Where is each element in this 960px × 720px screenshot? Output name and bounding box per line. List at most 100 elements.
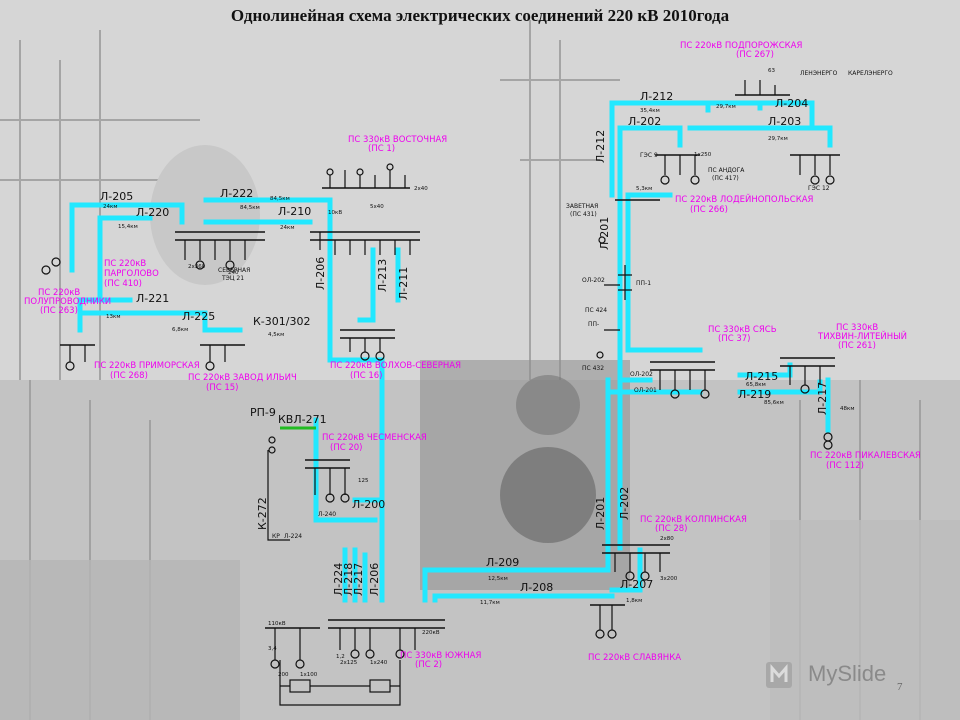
label-l201b: Л-201	[594, 497, 607, 530]
dist-8: 24км	[280, 225, 294, 231]
line-l225	[77, 310, 208, 333]
line-l222	[203, 197, 333, 228]
bus-sasko	[650, 361, 715, 371]
eq-12: 5х40	[370, 204, 384, 210]
busbars	[60, 94, 840, 629]
dist-3: 29,7км	[768, 136, 788, 142]
station-chesmenskaya: ПС 220кВ ЧЕСМЕНСКАЯ(ПС 20)	[322, 433, 427, 453]
transmission-lines	[69, 100, 833, 603]
label-l221: Л-221	[136, 292, 169, 305]
line-l207	[609, 547, 643, 593]
eq-11: 2х80	[660, 536, 674, 542]
equipment	[41, 80, 835, 706]
lbl-severnaya: СЕВЕРНАЯ	[218, 267, 250, 274]
eq-18: 3х200	[660, 576, 678, 582]
label-l201a: Л-201	[598, 217, 611, 250]
line-l209	[422, 545, 611, 603]
label-l204: Л-204	[775, 97, 808, 110]
label-l212a: Л-212	[640, 90, 673, 103]
lbl-ges9: ГЭС 9	[640, 152, 658, 159]
station-kolpinskaya: ПС 220кВ КОЛПИНСКАЯ(ПС 28)	[640, 515, 747, 534]
lbl-l224s: Л-224	[284, 533, 302, 540]
eq-13: 1х240	[370, 660, 388, 666]
lbl-ol202b: ОЛ-202	[630, 371, 653, 378]
station-volkhov-severnaya: ПС 220кВ ВОЛХОВ-СЕВЕРНАЯ(ПС 16)	[330, 361, 461, 381]
bus-vostochnaya-220	[310, 231, 420, 241]
lbl-tec21: ТЭЦ 21	[221, 275, 244, 282]
eq-5: 200	[278, 672, 289, 678]
line-name-labels: Л-212 Л-212 Л-202 Л-204 Л-203 Л-205 Л-22…	[100, 90, 829, 596]
bus-yuzhnaya	[328, 619, 445, 629]
eq-4: 125	[358, 478, 369, 484]
label-rp9: РП-9	[250, 406, 276, 419]
watermark-text: MySlide	[808, 661, 887, 686]
station-labels: ПС 220кВ ПОДПОРОЖСКАЯ(ПС 267) ПС 330кВ В…	[24, 41, 921, 670]
dist-14: 11,7км	[480, 600, 500, 606]
dist-10: 6,8км	[172, 327, 188, 333]
line-chesmenskaya	[313, 417, 378, 523]
distance-labels: 35,4км 29,7км 29,7км 24км 15,4км 84,5км …	[103, 104, 854, 606]
line-l205	[69, 202, 185, 273]
label-k272: К-272	[256, 497, 269, 530]
lbl-ps432: ПС 432	[582, 365, 604, 372]
lbl-karelenergo: КАРЕЛЭНЕРГО	[848, 70, 893, 77]
dist-12: 5,3км	[636, 186, 652, 192]
eq-15: 2х360	[188, 264, 206, 270]
lbl-l240: Л-240	[318, 511, 336, 518]
dist-13: 12,5км	[488, 576, 508, 582]
line-l213	[357, 247, 376, 323]
line-l202-top	[617, 125, 683, 198]
bus-kolpino	[602, 544, 670, 554]
line-l219	[737, 379, 823, 395]
eq-14: 1х250	[694, 152, 712, 158]
label-l224: Л-224	[332, 563, 345, 596]
bus-tikhvin	[780, 357, 835, 367]
lbl-zavetnaya: ЗАВЕТНАЯ	[566, 203, 598, 210]
eq-2: 63	[768, 68, 775, 74]
dist-11: 4,5км	[268, 332, 284, 338]
eq-3: 240	[228, 270, 239, 276]
lbl-ges12: ГЭС 12	[808, 185, 830, 192]
label-l206b: Л-206	[368, 563, 381, 596]
label-k301: К-301/302	[253, 315, 310, 328]
eq-16: 2х125	[340, 660, 358, 666]
line-l204	[705, 100, 815, 128]
label-l225: Л-225	[182, 310, 215, 323]
lbl-ps417: (ПС 417)	[712, 175, 739, 182]
eq-9: 1,2	[336, 654, 345, 660]
label-l213: Л-213	[376, 259, 389, 292]
label-l209: Л-209	[486, 556, 519, 569]
line-l206-mid	[327, 342, 385, 603]
label-l219: Л-219	[738, 388, 771, 401]
dist-9: 13км	[106, 314, 120, 320]
eq-6: 110кВ	[268, 621, 286, 627]
label-l212b: Л-212	[594, 130, 607, 163]
myslide-logo	[766, 662, 792, 688]
dist-5: 15,4км	[118, 224, 138, 230]
label-l215: Л-215	[745, 370, 778, 383]
label-l218: Л-218	[342, 563, 355, 596]
label-kvl271: КВЛ-271	[278, 413, 327, 426]
bus-pargolovo	[175, 231, 265, 241]
bus-chesmenskaya	[305, 459, 350, 469]
station-primorskaya: ПС 220кВ ПРИМОРСКАЯ(ПС 268)	[94, 361, 200, 381]
lbl-pp1: ПП-1	[636, 280, 651, 287]
line-l208	[432, 593, 615, 603]
station-slavyanka: ПС 220кВ СЛАВЯНКА	[588, 653, 681, 663]
station-pikalevskaya: ПС 220кВ ПИКАЛЕВСКАЯ(ПС 112)	[810, 451, 921, 471]
label-l205: Л-205	[100, 190, 133, 203]
label-l217b: Л-217	[352, 563, 365, 596]
dist-2: 29,7км	[716, 104, 736, 110]
lbl-ps431: (ПС 431)	[570, 211, 597, 218]
page-number: 7	[897, 681, 903, 693]
label-l211: Л-211	[397, 267, 410, 300]
dist-7: 84,5км	[270, 196, 290, 202]
station-vostochnaya: ПС 330кВ ВОСТОЧНАЯ(ПС 1)	[348, 135, 447, 154]
label-l200: Л-200	[352, 498, 385, 511]
lbl-ps424: ПС 424	[585, 307, 607, 314]
label-l206a: Л-206	[314, 257, 327, 290]
